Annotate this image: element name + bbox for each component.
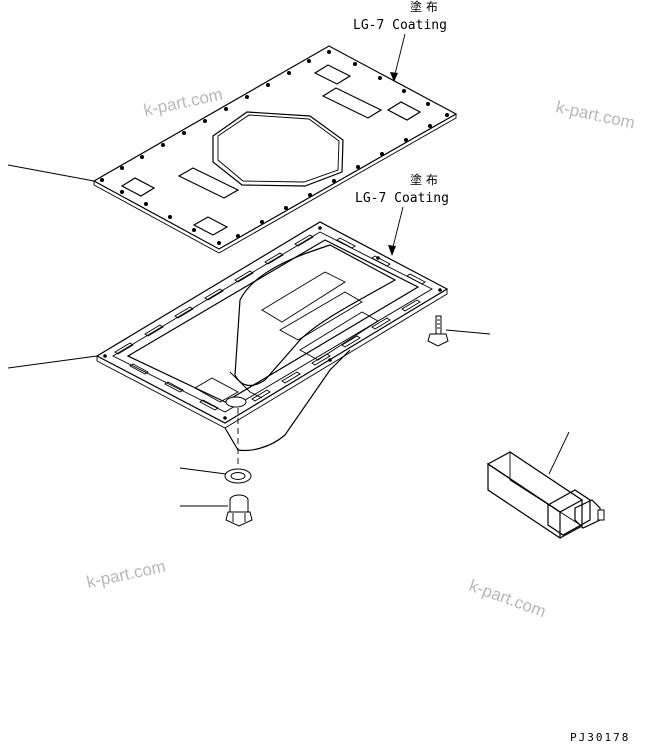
watermark-top-right: k-part.com [554,97,636,132]
oil-pan [95,221,449,452]
adapter-tool [486,451,605,540]
oil-pan-bolt-holes [103,226,442,420]
tool-leader-line [548,431,570,475]
drain-plug [225,494,253,527]
drawing-code: PJ30178 [570,731,630,744]
pan-coating-kanji: 塗 布 [410,172,438,187]
bolt-leader-line [445,329,491,335]
gasket-coating-callout: 塗 布 LG-7 Coating [353,0,447,82]
oil-pan-flange-slots [114,234,426,411]
watermark-top-left: k-part.com [142,85,224,120]
gasket-leader-line [7,164,95,182]
gasket-slots [120,64,422,236]
gasket-coating-label: LG-7 Coating [353,18,447,33]
drain-washer [224,468,252,484]
pan-coating-callout: 塗 布 LG-7 Coating [355,172,449,256]
pan-coating-label: LG-7 Coating [355,191,449,206]
gasket-bolt-holes [100,50,449,245]
mounting-bolt [427,315,449,347]
drain-boss [225,396,247,408]
gasket-coating-kanji: 塗 布 [410,0,438,14]
watermark-bottom-right: k-part.com [467,576,549,621]
washer-leader-line [179,467,227,475]
gasket-plate [92,45,458,254]
watermark-bottom-left: k-part.com [85,557,167,592]
oil-pan-leader-line [7,355,98,369]
